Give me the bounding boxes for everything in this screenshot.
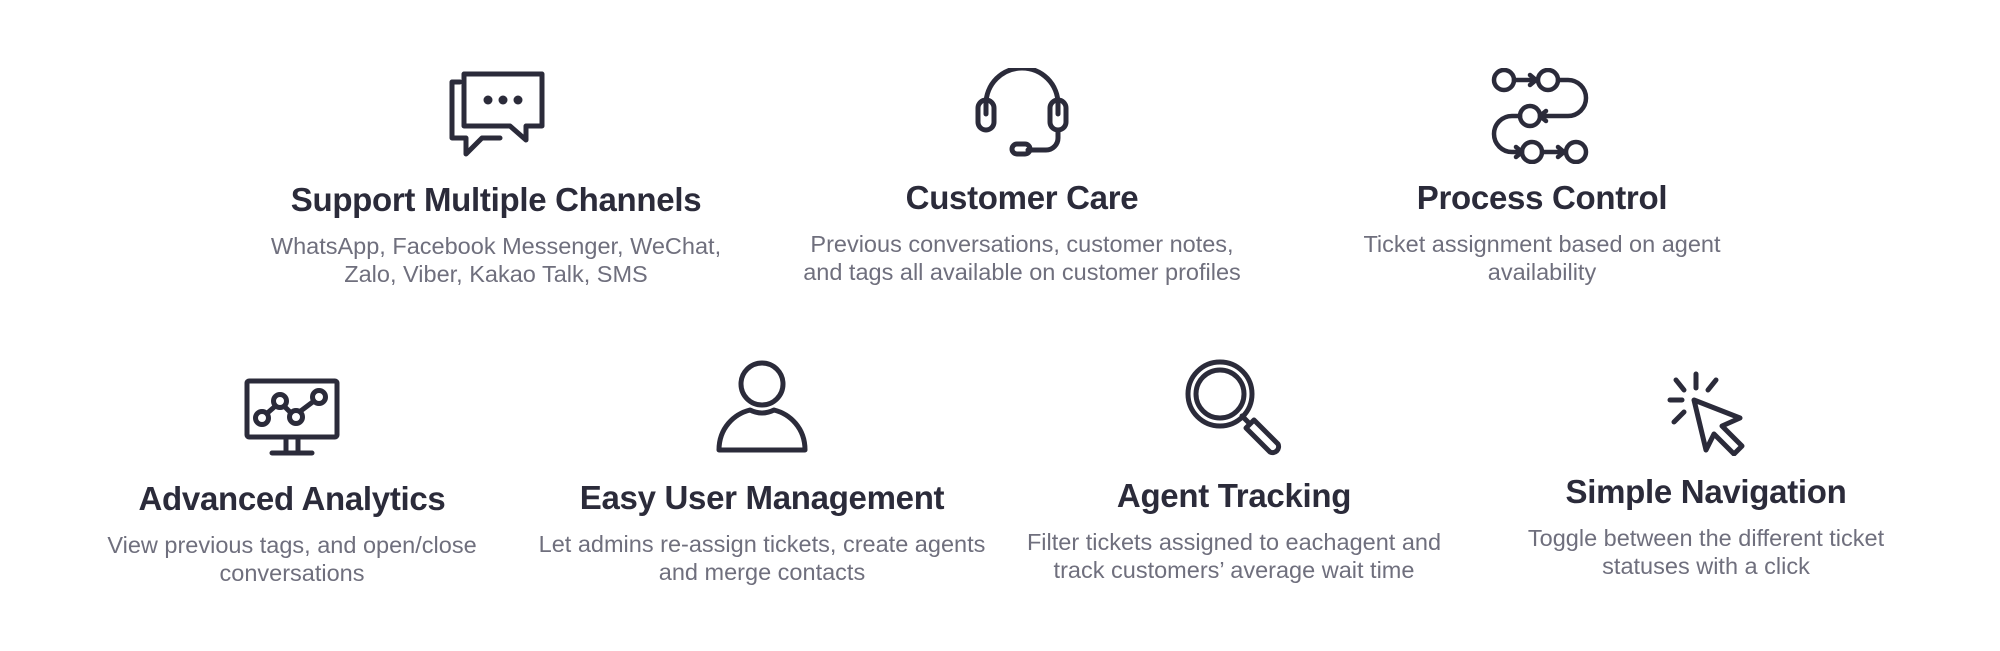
feature-description: Filter tickets assigned to eachagent and… (1026, 529, 1442, 583)
feature-description: Ticket assignment based on agent availab… (1363, 231, 1721, 285)
feature-description: Toggle between the different ticket stat… (1527, 525, 1885, 579)
feature-title: Customer Care (905, 179, 1139, 216)
feature-customer-care: Customer Care Previous conversations, cu… (792, 68, 1252, 286)
feature-easy-user-management: Easy User Management Let admins re-assig… (532, 360, 992, 586)
feature-description: Previous conversations, customer notes, … (803, 231, 1241, 285)
feature-title: Process Control (1416, 179, 1668, 216)
analytics-monitor-icon (62, 376, 522, 458)
feature-process-control: Process Control Ticket assignment based … (1312, 68, 1772, 286)
feature-support-multiple-channels: Support Multiple Channels WhatsApp, Face… (266, 68, 726, 288)
feature-title: Easy User Management (579, 479, 945, 516)
chat-bubbles-icon (266, 68, 726, 160)
feature-simple-navigation: Simple Navigation Toggle between the dif… (1476, 370, 1936, 580)
magnifier-icon (1004, 358, 1464, 456)
user-icon (532, 360, 992, 454)
feature-description: View previous tags, and open/close conve… (107, 532, 477, 586)
feature-agent-tracking: Agent Tracking Filter tickets assigned t… (1004, 358, 1464, 584)
feature-title: Simple Navigation (1565, 473, 1847, 510)
process-flow-icon (1312, 68, 1772, 164)
feature-title: Support Multiple Channels (290, 181, 702, 218)
feature-description: WhatsApp, Facebook Messenger, WeChat, Za… (270, 233, 722, 287)
feature-title: Agent Tracking (1116, 477, 1352, 514)
feature-description: Let admins re-assign tickets, create age… (538, 531, 986, 585)
feature-title: Advanced Analytics (138, 480, 446, 517)
feature-advanced-analytics: Advanced Analytics View previous tags, a… (62, 376, 522, 587)
cursor-click-icon (1476, 370, 1936, 456)
headset-icon (792, 68, 1252, 158)
